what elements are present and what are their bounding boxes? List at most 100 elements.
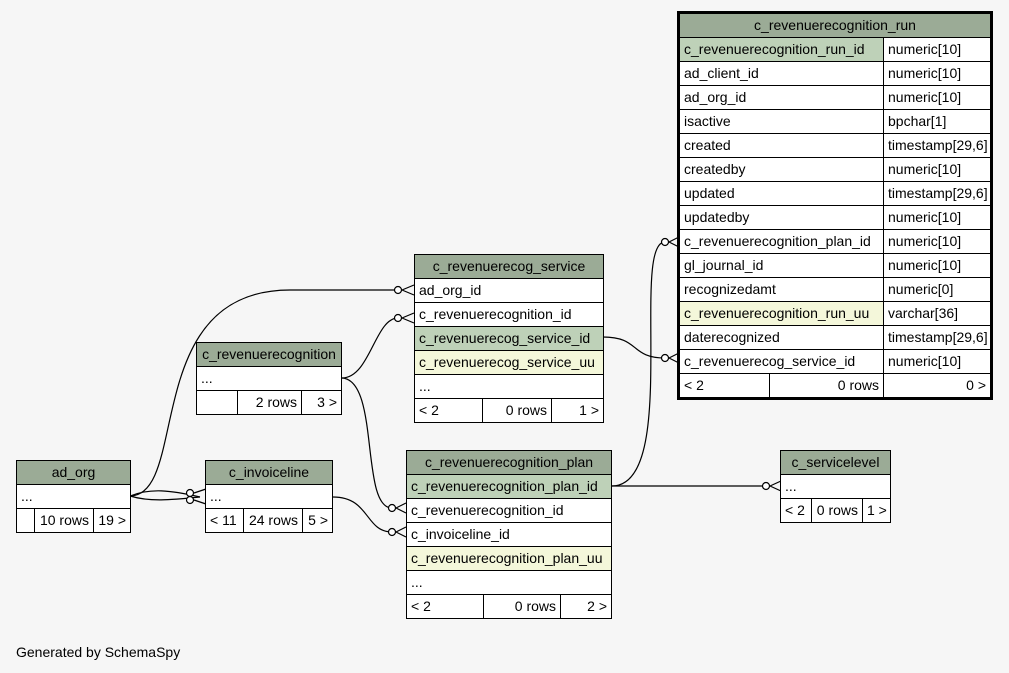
column-row[interactable]: c_revenuerecognition_plan_uu bbox=[407, 547, 611, 571]
column-row[interactable]: isactive bpchar[1] bbox=[680, 110, 990, 134]
table-title: c_revenuerecognition bbox=[197, 343, 341, 367]
table-footer: < 2 0 rows 2 > bbox=[407, 595, 611, 618]
optional-marker bbox=[387, 503, 397, 513]
optional-marker bbox=[660, 237, 670, 247]
table-footer: < 2 0 rows 1 > bbox=[415, 399, 603, 422]
column-row[interactable]: createdby numeric[10] bbox=[680, 158, 990, 182]
column-row[interactable]: c_revenuerecognition_run_uu varchar[36] bbox=[680, 302, 990, 326]
table-c-servicelevel[interactable]: c_servicelevel ... < 2 0 rows 1 > bbox=[780, 450, 891, 523]
optional-marker bbox=[393, 285, 403, 295]
column-name: ad_client_id bbox=[684, 65, 759, 81]
column-row[interactable]: ad_client_id numeric[10] bbox=[680, 62, 990, 86]
column-name: createdby bbox=[684, 161, 746, 177]
link-recognition-plan bbox=[341, 377, 393, 509]
column-row[interactable]: c_revenuerecognition_run_id numeric[10] bbox=[680, 38, 990, 62]
column-row[interactable]: c_revenuerecog_service_id numeric[10] bbox=[680, 350, 990, 374]
parents-count[interactable]: < 2 bbox=[785, 502, 805, 518]
column-row[interactable]: ... bbox=[197, 367, 341, 391]
parents-count[interactable] bbox=[197, 391, 237, 414]
children-count[interactable]: 3 > bbox=[301, 391, 341, 414]
row-count: 0 rows bbox=[769, 374, 883, 397]
parents-count[interactable]: < 11 bbox=[210, 512, 237, 528]
children-count[interactable]: 5 > bbox=[302, 509, 332, 532]
parents-count[interactable] bbox=[17, 509, 34, 532]
children-count[interactable]: 1 > bbox=[862, 499, 890, 522]
column-type: numeric[10] bbox=[883, 158, 990, 181]
column-row[interactable]: c_revenuerecognition_plan_id numeric[10] bbox=[680, 230, 990, 254]
children-count[interactable]: 1 > bbox=[551, 399, 603, 422]
column-name: isactive bbox=[684, 113, 731, 129]
column-type: varchar[36] bbox=[883, 302, 990, 325]
column-row[interactable]: c_revenuerecognition_id bbox=[407, 499, 611, 523]
column-name: ad_org_id bbox=[684, 89, 747, 105]
column-name: ... bbox=[785, 478, 797, 494]
column-name: c_revenuerecognition_plan_id bbox=[684, 233, 871, 249]
column-name: ... bbox=[419, 378, 431, 394]
column-row[interactable]: c_revenuerecognition_id bbox=[415, 303, 603, 327]
crowfoot-marker bbox=[401, 284, 415, 296]
column-row[interactable]: updatedby numeric[10] bbox=[680, 206, 990, 230]
column-name: c_revenuerecognition_id bbox=[411, 502, 564, 518]
column-row[interactable]: ad_org_id numeric[10] bbox=[680, 86, 990, 110]
table-c-revenuerecognition-run[interactable]: c_revenuerecognition_run c_revenuerecogn… bbox=[677, 11, 993, 400]
table-c-revenuerecognition-plan[interactable]: c_revenuerecognition_plan c_revenuerecog… bbox=[406, 450, 612, 619]
column-name: gl_journal_id bbox=[684, 257, 764, 273]
column-type: timestamp[29,6] bbox=[883, 326, 990, 349]
row-count: 10 rows bbox=[34, 509, 93, 532]
row-count: 2 rows bbox=[237, 391, 301, 414]
column-row[interactable]: gl_journal_id numeric[10] bbox=[680, 254, 990, 278]
column-type: numeric[10] bbox=[883, 254, 990, 277]
column-name: ad_org_id bbox=[419, 282, 482, 298]
column-row[interactable]: c_revenuerecog_service_id bbox=[415, 327, 603, 351]
column-row[interactable]: created timestamp[29,6] bbox=[680, 134, 990, 158]
column-row[interactable]: ... bbox=[781, 475, 890, 499]
column-row[interactable]: recognizedamt numeric[0] bbox=[680, 278, 990, 302]
column-row[interactable]: ... bbox=[206, 485, 332, 509]
column-name: created bbox=[684, 137, 731, 153]
link-adorg-service bbox=[129, 289, 398, 497]
children-count[interactable]: 0 > bbox=[883, 374, 990, 397]
table-footer: < 2 0 rows 1 > bbox=[781, 499, 890, 522]
table-title: ad_org bbox=[17, 461, 130, 485]
column-row[interactable]: c_revenuerecog_service_uu bbox=[415, 351, 603, 375]
column-row[interactable]: c_invoiceline_id bbox=[407, 523, 611, 547]
column-type: timestamp[29,6] bbox=[883, 182, 990, 205]
parents-count[interactable]: < 2 bbox=[411, 598, 431, 614]
table-ad-org[interactable]: ad_org ... 10 rows 19 > bbox=[16, 460, 131, 533]
table-title: c_servicelevel bbox=[781, 451, 890, 475]
optional-marker bbox=[185, 495, 195, 505]
column-row[interactable]: daterecognized timestamp[29,6] bbox=[680, 326, 990, 350]
link-invoiceline-plan bbox=[332, 496, 393, 533]
crowfoot-marker bbox=[769, 480, 782, 492]
column-row[interactable]: ... bbox=[415, 375, 603, 399]
parents-count[interactable]: < 2 bbox=[684, 377, 704, 393]
table-title: c_revenuerecog_service bbox=[415, 255, 603, 279]
table-footer: < 11 24 rows 5 > bbox=[206, 509, 332, 532]
column-row[interactable]: updated timestamp[29,6] bbox=[680, 182, 990, 206]
column-name: c_revenuerecog_service_id bbox=[684, 353, 856, 369]
column-row[interactable]: c_revenuerecognition_plan_id bbox=[407, 475, 611, 499]
row-count: 0 rows bbox=[483, 595, 560, 618]
table-title: c_invoiceline bbox=[206, 461, 332, 485]
column-name: recognizedamt bbox=[684, 281, 776, 297]
children-count[interactable]: 2 > bbox=[560, 595, 611, 618]
column-row[interactable]: ... bbox=[407, 571, 611, 595]
table-c-invoiceline[interactable]: c_invoiceline ... < 11 24 rows 5 > bbox=[205, 460, 333, 533]
parents-count[interactable]: < 2 bbox=[419, 402, 439, 418]
table-c-revenuerecog-service[interactable]: c_revenuerecog_service ad_org_id c_reven… bbox=[414, 254, 604, 423]
column-type: bpchar[1] bbox=[883, 110, 990, 133]
table-c-revenuerecognition[interactable]: c_revenuerecognition ... 2 rows 3 > bbox=[196, 342, 342, 415]
column-row[interactable]: ... bbox=[17, 485, 130, 509]
column-name: c_revenuerecognition_id bbox=[419, 306, 572, 322]
column-name: c_revenuerecognition_plan_uu bbox=[411, 550, 603, 566]
column-type: numeric[10] bbox=[883, 62, 990, 85]
column-type: numeric[10] bbox=[883, 230, 990, 253]
optional-marker bbox=[660, 353, 670, 363]
column-row[interactable]: ad_org_id bbox=[415, 279, 603, 303]
column-type: numeric[10] bbox=[883, 86, 990, 109]
crowfoot-marker bbox=[193, 488, 207, 505]
column-type: numeric[10] bbox=[883, 38, 990, 61]
children-count[interactable]: 19 > bbox=[93, 509, 130, 532]
table-title: c_revenuerecognition_plan bbox=[407, 451, 611, 475]
